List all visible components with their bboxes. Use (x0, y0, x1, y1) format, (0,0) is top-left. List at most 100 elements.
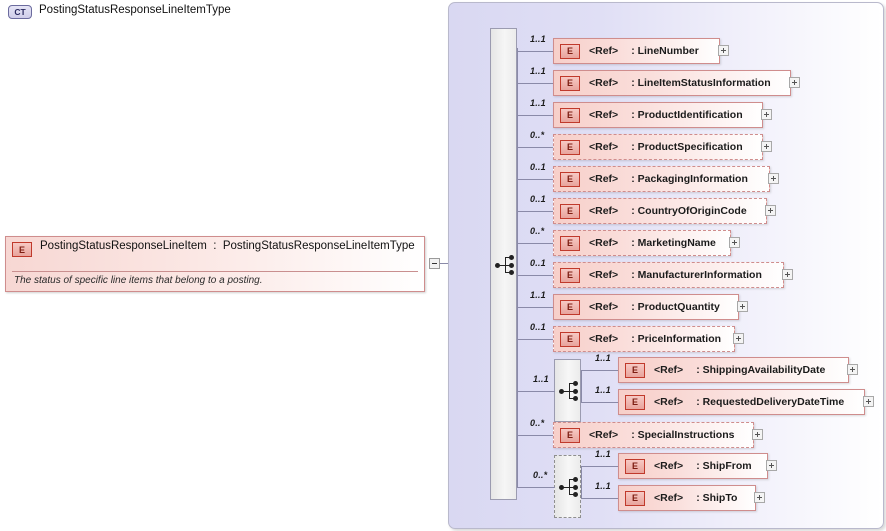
row-connector (517, 307, 553, 308)
element-icon: E (560, 299, 580, 315)
root-element-type: PostingStatusResponseLineItemType (222, 240, 415, 252)
expand-icon[interactable] (733, 333, 744, 344)
row-connector (517, 435, 553, 436)
ref-label: <Ref> (589, 141, 619, 153)
element-name: : ManufacturerInformation (631, 269, 762, 281)
element-name: : PackagingInformation (631, 173, 748, 185)
row-connector (517, 147, 553, 148)
element-icon: E (625, 458, 645, 474)
row-connector (517, 83, 553, 84)
ref-label: <Ref> (589, 269, 619, 281)
element-icon: E (625, 490, 645, 506)
group-dates-spine (581, 370, 582, 403)
group-dates-branch-2 (581, 402, 628, 403)
row-connector (517, 339, 553, 340)
expand-icon[interactable] (765, 205, 776, 216)
element-icon: E (560, 75, 580, 91)
element-row-productidentification[interactable]: E <Ref> : ProductIdentification (553, 102, 763, 128)
element-row-manufacturerinformation[interactable]: E <Ref> : ManufacturerInformation (553, 262, 784, 288)
row-connector (517, 275, 553, 276)
element-row-linenumber[interactable]: E <Ref> : LineNumber (553, 38, 720, 64)
collapse-icon[interactable] (429, 258, 440, 269)
element-row-marketingname[interactable]: E <Ref> : MarketingName (553, 230, 731, 256)
element-row-countryoforigincode[interactable]: E <Ref> : CountryOfOriginCode (553, 198, 767, 224)
row-connector (517, 243, 553, 244)
element-row-shipfrom[interactable]: E <Ref> : ShipFrom (618, 453, 768, 479)
expand-icon[interactable] (737, 301, 748, 312)
occurrence-label: 0..* (530, 130, 545, 140)
group-ship-branch-1 (581, 466, 628, 467)
element-icon: E (12, 242, 32, 257)
element-icon: E (560, 235, 580, 251)
ref-label: <Ref> (589, 205, 619, 217)
ref-label: <Ref> (654, 460, 684, 472)
sequence-icon (495, 255, 517, 275)
element-row-packaginginformation[interactable]: E <Ref> : PackagingInformation (553, 166, 770, 192)
root-element-label: PostingStatusResponseLineItem : PostingS… (40, 240, 415, 253)
row-connector (517, 115, 553, 116)
group-ship-connector (517, 487, 555, 488)
element-icon: E (625, 362, 645, 378)
element-name: : ShippingAvailabilityDate (696, 364, 826, 376)
element-name: : PriceInformation (631, 333, 722, 345)
row-connector (517, 179, 553, 180)
group-dates-connector (517, 391, 555, 392)
element-row-productquantity[interactable]: E <Ref> : ProductQuantity (553, 294, 739, 320)
occurrence-label: 1..1 (530, 34, 546, 44)
occurrence-label: 0..* (530, 418, 545, 428)
element-name: : ProductQuantity (631, 301, 720, 313)
row-connector (517, 51, 553, 52)
element-row-priceinformation[interactable]: E <Ref> : PriceInformation (553, 326, 735, 352)
expand-icon[interactable] (863, 396, 874, 407)
expand-icon[interactable] (729, 237, 740, 248)
ref-label: <Ref> (654, 492, 684, 504)
element-name: : MarketingName (631, 237, 716, 249)
group-ship-branch-2 (581, 498, 628, 499)
main-sequence-compositor[interactable] (490, 28, 517, 500)
complextype-name: PostingStatusResponseLineItemType (39, 4, 231, 16)
occurrence-label: 0..1 (530, 258, 546, 268)
expand-icon[interactable] (718, 45, 729, 56)
sequence-icon (559, 477, 581, 497)
main-spine (517, 48, 518, 488)
element-row-productspecification[interactable]: E <Ref> : ProductSpecification (553, 134, 763, 160)
expand-icon[interactable] (782, 269, 793, 280)
expand-icon[interactable] (789, 77, 800, 88)
expand-icon[interactable] (761, 141, 772, 152)
element-row-shippingavailabilitydate[interactable]: E <Ref> : ShippingAvailabilityDate (618, 357, 849, 383)
expand-icon[interactable] (761, 109, 772, 120)
element-icon: E (560, 267, 580, 283)
occurrence-label: 1..1 (530, 98, 546, 108)
ref-label: <Ref> (654, 364, 684, 376)
expand-icon[interactable] (847, 364, 858, 375)
ref-label: <Ref> (589, 237, 619, 249)
occurrence-label: 1..1 (530, 66, 546, 76)
element-name: : SpecialInstructions (631, 429, 735, 441)
ref-label: <Ref> (589, 429, 619, 441)
sequence-icon (559, 381, 581, 401)
complextype-header: CT PostingStatusResponseLineItemType (8, 4, 279, 19)
root-element-box[interactable]: E PostingStatusResponseLineItem : Postin… (5, 236, 425, 292)
element-row-lineitemstatusinformation[interactable]: E <Ref> : LineItemStatusInformation (553, 70, 791, 96)
expand-icon[interactable] (752, 429, 763, 440)
element-row-specialinstructions[interactable]: E <Ref> : SpecialInstructions (553, 422, 754, 448)
element-row-shipto[interactable]: E <Ref> : ShipTo (618, 485, 756, 511)
occurrence-label: 1..1 (595, 449, 611, 459)
occurrence-label: 1..1 (595, 481, 611, 491)
ref-label: <Ref> (589, 301, 619, 313)
occurrence-label: 0..* (530, 226, 545, 236)
element-name: : ShipFrom (696, 460, 752, 472)
expand-icon[interactable] (754, 492, 765, 503)
expand-icon[interactable] (768, 173, 779, 184)
element-icon: E (560, 139, 580, 155)
group-ship-spine (581, 466, 582, 499)
root-element-name: PostingStatusResponseLineItem (40, 240, 207, 252)
expand-icon[interactable] (766, 460, 777, 471)
ref-label: <Ref> (589, 333, 619, 345)
element-name: : LineItemStatusInformation (631, 77, 771, 89)
complextype-icon: CT (8, 5, 32, 19)
element-icon: E (560, 43, 580, 59)
element-icon: E (560, 427, 580, 443)
element-row-requesteddeliverydatetime[interactable]: E <Ref> : RequestedDeliveryDateTime (618, 389, 865, 415)
occurrence-label: 1..1 (595, 353, 611, 363)
